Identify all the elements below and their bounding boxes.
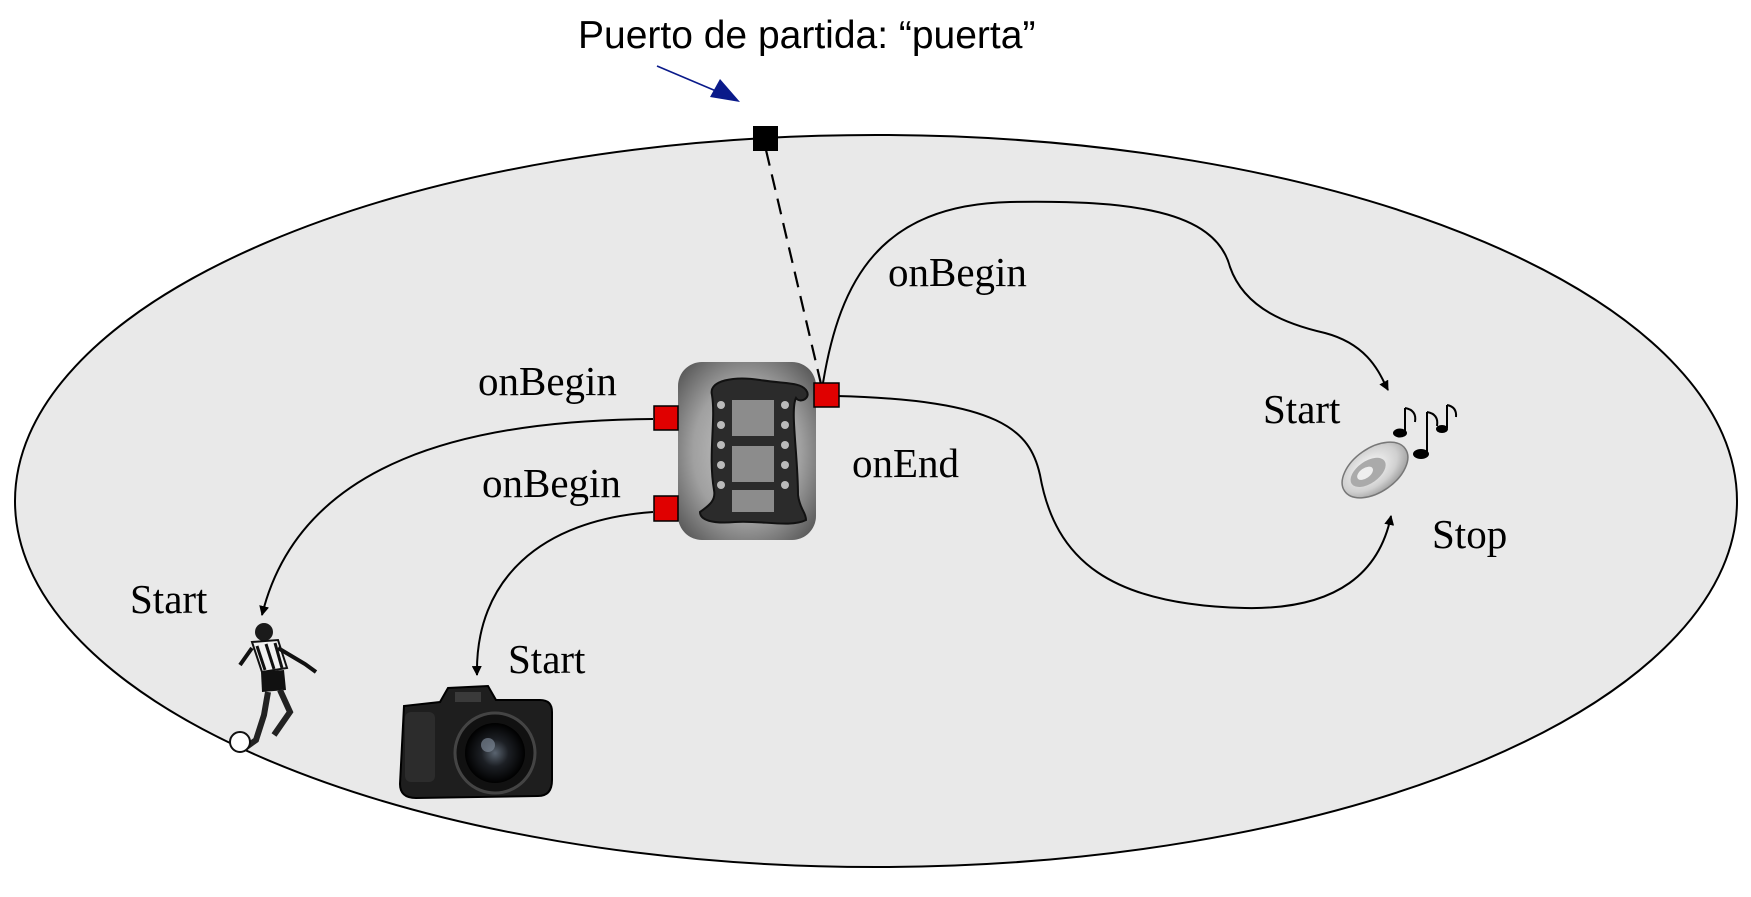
port-onbegin-left-2[interactable] (653, 495, 679, 522)
label-start-camera: Start (508, 636, 586, 682)
label-onend: onEnd (852, 440, 959, 486)
label-onbegin-left-2: onBegin (482, 460, 621, 506)
caption-text: Puerto de partida: “puerta” (578, 14, 1035, 57)
label-stop-sound: Stop (1432, 511, 1507, 557)
soccer-player-icon (229, 623, 318, 753)
entry-link-dashed (764, 149, 823, 385)
port-onbegin-left-1[interactable] (653, 405, 679, 431)
scene-ellipse (14, 134, 1738, 868)
edge-onbegin-to-sound (822, 200, 1389, 391)
edge-onend-to-sound (835, 395, 1395, 610)
camera-node[interactable] (398, 684, 553, 800)
port-onbegin-right[interactable] (813, 382, 840, 408)
label-onbegin-top: onBegin (888, 249, 1027, 295)
entry-port[interactable] (753, 126, 778, 151)
label-start-sound: Start (1263, 386, 1341, 432)
sound-node[interactable] (1332, 404, 1458, 509)
caption-pointer-arrow (656, 65, 740, 102)
edge-onbegin-to-player (259, 418, 654, 616)
label-start-player: Start (130, 576, 208, 622)
player-node[interactable] (229, 623, 318, 753)
video-node[interactable] (678, 362, 816, 540)
label-onbegin-left-1: onBegin (478, 358, 617, 404)
speaker-with-notes-icon (1341, 404, 1458, 499)
camera-icon (398, 684, 553, 800)
edge-onbegin-to-camera (471, 511, 654, 676)
film-strip-icon (698, 377, 809, 525)
